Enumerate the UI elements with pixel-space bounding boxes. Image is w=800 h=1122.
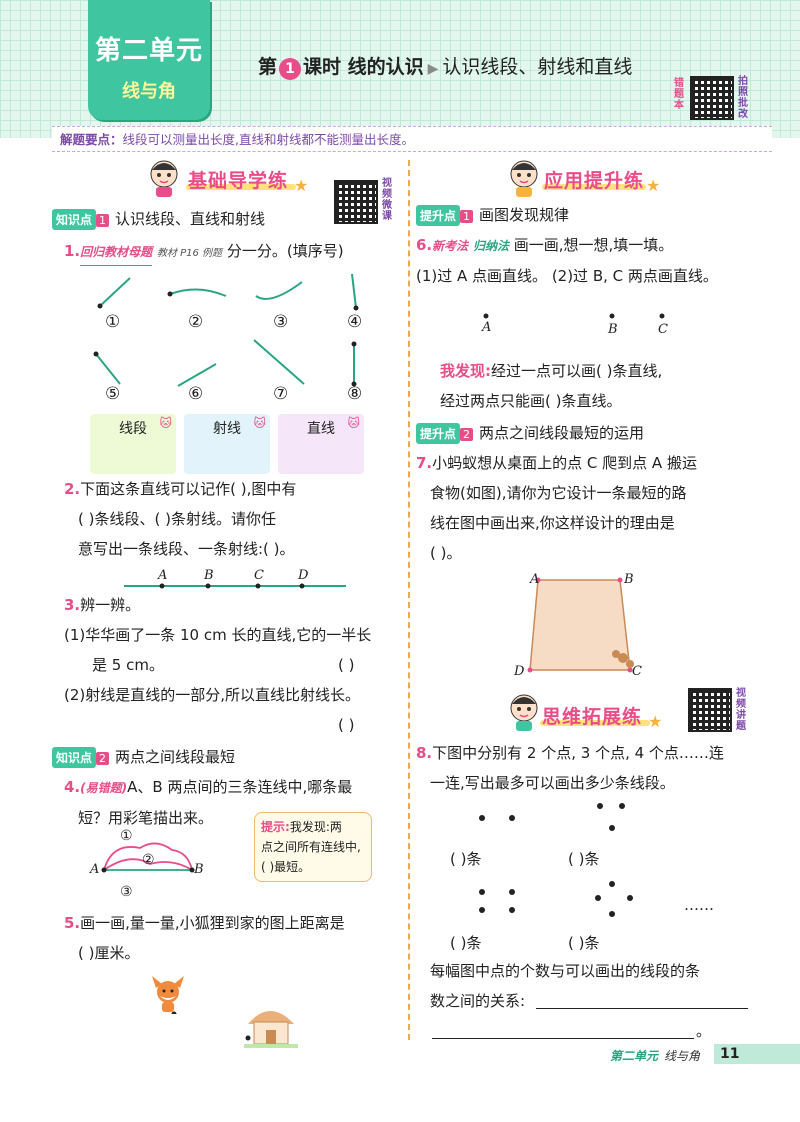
q6-points (483, 313, 665, 319)
star-icon: ★ (646, 176, 661, 195)
question-1: 1.回归教材母题 教材 P16 例题 分一分。(填序号) (64, 238, 344, 267)
point-label-b: B (608, 322, 618, 337)
cartoon-kid-icon (150, 160, 178, 197)
qr-code-icon[interactable] (334, 180, 378, 224)
q2-line-figure (124, 583, 346, 589)
ant-icon (612, 650, 634, 668)
q1-label-2: ② (188, 312, 204, 332)
footer-unit: 第二单元线与角 (610, 1049, 701, 1063)
category-ray-box[interactable]: 射线🐱 (184, 414, 270, 474)
question-7: 7.小蚂蚁想从桌面上的点 C 爬到点 A 搬运 食物(如图),请你为它设计一条最… (416, 454, 697, 562)
point-label: C (254, 568, 264, 583)
textbook-badge: 回归教材母题 (80, 239, 153, 266)
section-underline (542, 184, 646, 190)
play-arrow-icon: ▶ (427, 61, 439, 77)
q1-label-4: ④ (347, 312, 363, 332)
q8-end-mark: 。 (696, 1022, 712, 1040)
house-icon (244, 1011, 298, 1048)
question-5: 5.画一画,量一量,小狐狸到家的图上距离是 ( )厘米。 (64, 914, 345, 962)
qr-code-icon[interactable] (688, 688, 732, 732)
q8-answer-line-1[interactable] (536, 1008, 748, 1009)
star-icon: ★ (648, 712, 663, 731)
qr-label-mistakes: 错题本 (674, 78, 684, 111)
question-2: 2.下面这条直线可以记作( ),图中有 ( )条线段、( )条射线。请你任 意写… (64, 480, 297, 558)
star-icon: ★ (294, 176, 309, 195)
point-label-c: C (632, 664, 642, 679)
q8-answer-line-2[interactable] (432, 1038, 694, 1039)
hint-label: 提示: (261, 820, 290, 834)
point-label-c: C (658, 322, 668, 337)
q1-label-8: ⑧ (347, 384, 363, 404)
cat-icon: 🐱 (347, 416, 360, 430)
section-title-basic: 基础导学练 (188, 170, 289, 192)
hint-box: 提示:我发现:两 点之间所有连线中, ( )最短。 (254, 812, 372, 882)
page-number: 11 (714, 1044, 800, 1064)
unit-title: 第二单元 (94, 36, 203, 66)
q8-blank-4[interactable]: ( )条 (568, 934, 600, 952)
point-label-a: A (90, 862, 100, 877)
qr-label-grading: 拍照批改 (738, 76, 748, 120)
q8-blank-2[interactable]: ( )条 (568, 850, 600, 868)
key-point-bar: 解题要点：线段可以测量出长度,直线和射线都不能测量出长度。 (52, 126, 772, 152)
q4-path-figure (101, 842, 195, 873)
section-title-thinking: 思维拓展练 (542, 706, 643, 728)
q1-label-7: ⑦ (273, 384, 289, 404)
q4-label-1: ① (120, 828, 133, 844)
qr-code-icon[interactable] (690, 76, 734, 120)
point-label-b: B (194, 862, 204, 877)
unit-tab: 第二单元 线与角 (88, 0, 210, 120)
q6-discovery: 我发现:经过一点可以画( )条直线, 经过两点只能画( )条直线。 (440, 362, 663, 410)
point-label-b: B (624, 572, 634, 587)
point-label: B (204, 568, 214, 583)
q3-answer-2[interactable]: ( ) (338, 716, 355, 734)
key-point-text: 线段可以测量出长度,直线和射线都不能测量出长度。 (122, 132, 414, 147)
section-underline (540, 720, 650, 726)
question-8: 8.下图中分别有 2 个点, 3 个点, 4 个点……连 一连,写出最多可以画出… (416, 744, 724, 792)
q3-answer-1[interactable]: ( ) (338, 656, 355, 674)
point-label-d: D (514, 664, 525, 679)
cat-icon: 🐱 (253, 416, 266, 430)
key-point-label: 解题要点： (60, 132, 123, 147)
q8-point-figures (479, 803, 633, 917)
q8-ellipsis: …… (684, 896, 714, 914)
q1-line-figures (93, 273, 359, 387)
category-line-box[interactable]: 直线🐱 (278, 414, 364, 474)
point-label-a: A (482, 320, 492, 335)
cartoon-kid-icon (510, 160, 538, 197)
q4-label-2: ② (142, 852, 155, 868)
question-3: 3.辨一辨。 (1)华华画了一条 10 cm 长的直线,它的一半长 是 5 cm… (64, 596, 372, 704)
q1-label-3: ③ (273, 312, 289, 332)
fox-icon (152, 976, 184, 1014)
unit-subtitle: 线与角 (122, 81, 176, 102)
qr-label-video-2: 视频讲题 (736, 688, 746, 732)
point-label: D (298, 568, 309, 583)
q4-label-3: ③ (120, 884, 133, 900)
question-6: 6.新考法 归纳法 画一画,想一想,填一填。 (1)过 A 点画直线。 (2)过… (416, 236, 718, 285)
q8-blank-1[interactable]: ( )条 (450, 850, 482, 868)
q8-relation: 每幅图中点的个数与可以画出的线段的条 数之间的关系: (430, 962, 701, 1010)
cat-icon: 🐱 (159, 416, 172, 430)
q1-label-1: ① (105, 312, 121, 332)
lesson-number: 1 (279, 58, 302, 80)
section-underline (186, 184, 296, 190)
qr-label-video: 视频微课 (382, 178, 392, 222)
section-title-advanced: 应用提升练 (544, 170, 645, 192)
q1-label-6: ⑥ (188, 384, 204, 404)
point-label: A (158, 568, 168, 583)
question-4: 4.(易错题)A、B 两点间的三条连线中,哪条最 短？用彩笔描出来。 (64, 778, 353, 827)
cartoon-kid-icon (510, 694, 538, 731)
q7-table-figure (527, 577, 634, 673)
column-divider (408, 160, 410, 1040)
q1-label-5: ⑤ (105, 384, 121, 404)
point-label-a: A (530, 572, 540, 587)
q8-blank-3[interactable]: ( )条 (450, 934, 482, 952)
category-segment-box[interactable]: 线段🐱 (90, 414, 176, 474)
